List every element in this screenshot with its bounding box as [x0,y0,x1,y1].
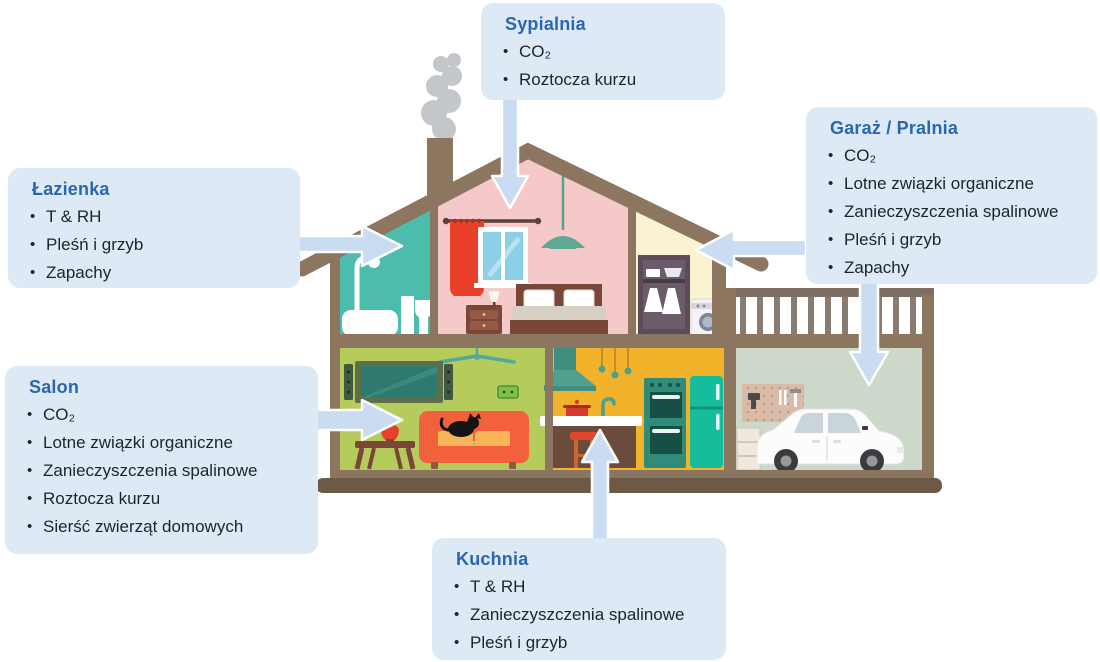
pot-icon [563,399,591,417]
callout-lazienka-list: T & RH Pleśń i grzyb Zapachy [30,203,286,287]
bathtub-icon [342,310,398,336]
wall-kitchen-garage [724,348,736,470]
wall-bathroom-bedroom [430,201,438,334]
car-icon [756,408,905,473]
arrow-to-kitchen [580,428,620,546]
screwdriver-icon [779,390,782,405]
arrow-to-bathroom [293,224,404,268]
bath-cabinet-icon [401,296,414,336]
ground-floor-strip [330,470,934,478]
callout-salon: Salon CO₂ Lotne związki organiczne Zanie… [5,366,318,554]
thermostat-icon [497,385,519,399]
callout-salon-list: CO₂ Lotne związki organiczne Zanieczyszc… [27,401,304,541]
faucet-icon [601,397,616,418]
callout-item: Sierść zwierząt domowych [27,513,304,541]
bedroom-furniture [442,170,608,334]
callout-garaz-pralnia: Garaż / Pralnia CO₂ Lotne związki organi… [806,107,1097,284]
callout-item: Lotne związki organiczne [27,429,304,457]
nightstand-icon [466,290,502,334]
fridge-icon [690,376,723,468]
drill-icon [748,393,760,400]
ceiling-fan-icon [438,348,516,364]
callout-item: Zanieczyszczenia spalinowe [27,457,304,485]
callout-salon-title: Salon [29,377,80,397]
arrow-to-laundry [694,228,808,272]
callout-item: Pleśń i grzyb [30,231,286,259]
balcony-railing [726,288,934,334]
callout-item: Zapachy [828,254,1083,282]
range-hood-icon [544,348,596,391]
callout-item: Roztocza kurzu [503,66,711,94]
hammer-icon [790,389,801,393]
tv-icon [344,361,453,403]
callout-lazienka: Łazienka T & RH Pleśń i grzyb Zapachy [8,168,300,288]
callout-item: CO₂ [27,401,304,429]
callout-kuchnia-list: T & RH Zanieczyszczenia spalinowe Pleśń … [454,573,712,657]
ceiling-lamp-icon [541,170,585,249]
callout-arrows [293,94,890,546]
callout-item: Roztocza kurzu [27,485,304,513]
callout-sypialnia-list: CO₂ Roztocza kurzu [503,38,711,94]
callout-item: Zapachy [30,259,286,287]
table-lamp-icon [487,290,501,303]
callout-sypialnia: Sypialnia CO₂ Roztocza kurzu [481,3,725,100]
pendant-lights-icon [598,348,632,379]
callout-garaz-pralnia-list: CO₂ Lotne związki organiczne Zanieczyszc… [828,142,1083,282]
wardrobe-icon [638,255,690,334]
floor-band [330,334,934,348]
cat-icon [439,413,481,437]
callout-item: Zanieczyszczenia spalinowe [454,601,712,629]
callout-item: Pleśń i grzyb [454,629,712,657]
curtain-icon [442,217,542,296]
toilet-icon [415,300,432,318]
smoke-icon [421,53,462,141]
arrow-to-garage [848,278,890,387]
callout-item: Lotne związki organiczne [828,170,1083,198]
callout-lazienka-title: Łazienka [32,179,110,199]
garage-right-wall [922,295,934,470]
callout-item: CO₂ [503,38,711,66]
garage-contents [736,384,905,473]
callout-sypialnia-title: Sypialnia [505,14,586,34]
callout-kuchnia: Kuchnia T & RH Zanieczyszczenia spalinow… [432,538,726,660]
callout-item: Pleśń i grzyb [828,226,1083,254]
house-base [316,478,942,493]
callout-item: CO₂ [828,142,1083,170]
wall-living-kitchen [545,348,553,470]
left-wall [330,249,340,470]
oven-icon [644,378,686,468]
callout-kuchnia-title: Kuchnia [456,549,529,569]
callout-item: T & RH [30,203,286,231]
bed-icon [510,284,608,334]
arrow-to-bedroom [490,94,530,210]
roof [294,142,769,277]
callout-item: T & RH [454,573,712,601]
living-room-furniture [344,348,529,470]
callout-item: Zanieczyszczenia spalinowe [828,198,1083,226]
callout-garaz-pralnia-title: Garaż / Pralnia [830,118,959,138]
wall-bedroom-laundry [628,199,636,334]
window-icon [474,227,532,288]
pegboard-icon [742,384,804,422]
